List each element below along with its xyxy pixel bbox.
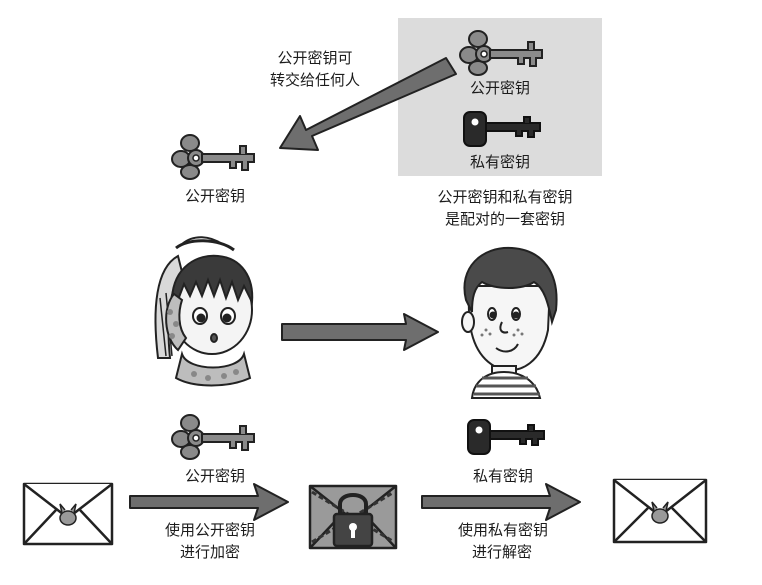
transfer-arrow: [279, 57, 457, 151]
encrypt-label-line1: 使用公开密钥: [164, 521, 255, 539]
envelope-icon: [612, 478, 708, 544]
boy-character: [461, 246, 558, 399]
public-key-icon: [459, 30, 543, 76]
left-public-key-label: 公开密钥: [184, 187, 245, 205]
box-private-key-label: 私有密钥: [469, 153, 530, 171]
public-key-icon: [171, 134, 255, 180]
send-arrow: [281, 313, 439, 351]
public-key-icon: [171, 414, 255, 460]
decrypt-label-line1: 使用私有密钥: [457, 521, 548, 539]
decrypt-arrow: [421, 483, 581, 521]
pair-note-line1: 公开密钥和私有密钥: [437, 188, 573, 206]
envelope-icon: [22, 482, 114, 546]
transfer-label-line2: 转交给任何人: [269, 71, 360, 89]
box-public-key-label: 公开密钥: [469, 79, 530, 97]
pair-note-line2: 是配对的一套密钥: [444, 210, 565, 228]
key-pair-box: [398, 18, 602, 176]
bottom-private-key-label: 私有密钥: [472, 467, 533, 485]
encrypt-label-line2: 进行加密: [179, 543, 240, 561]
girl-character: [154, 236, 254, 387]
bottom-public-key-label: 公开密钥: [184, 467, 245, 485]
private-key-icon: [467, 419, 545, 455]
encrypt-arrow: [129, 483, 289, 521]
private-key-icon: [463, 111, 541, 147]
transfer-label-line1: 公开密钥可: [277, 49, 353, 67]
locked-envelope-icon: [308, 484, 398, 550]
decrypt-label-line2: 进行解密: [471, 543, 532, 561]
